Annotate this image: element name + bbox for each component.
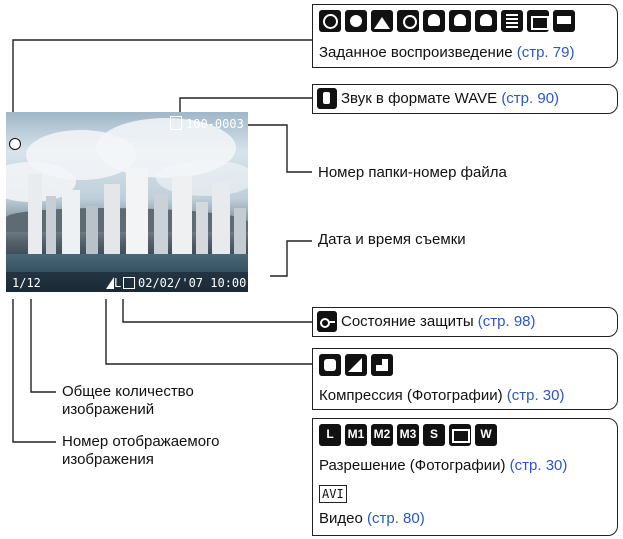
favorites-2-icon — [449, 10, 471, 32]
resolution-page-link[interactable]: (стр. 30) — [509, 457, 568, 474]
compression-icon — [106, 277, 114, 289]
landscape-icon — [371, 10, 393, 32]
normal-icon — [371, 354, 393, 376]
key-icon — [317, 311, 337, 332]
resolution-label: Разрешение (Фотографии) — [319, 457, 506, 474]
resolution-indicator: L — [114, 276, 122, 290]
folder-icon — [527, 10, 549, 32]
size-l-icon: L — [319, 424, 341, 446]
avi-label: Видео — [319, 510, 363, 527]
compression-callout: Компрессия (Фотографии) (стр. 30) — [312, 348, 618, 410]
movie-icon — [553, 10, 575, 32]
clock-icon — [9, 138, 21, 150]
favorites-3-icon — [475, 10, 497, 32]
camera-screen: 100-0003 1/12 L 02/02/'07 10:00 — [6, 112, 248, 292]
size-s-icon: S — [423, 424, 445, 446]
protect-callout: Состояние защиты (стр. 98) — [312, 307, 618, 337]
macro-icon — [397, 10, 419, 32]
folder-file-label: Номер папки-номер файла — [318, 164, 507, 181]
compression-page-link[interactable]: (стр. 30) — [506, 387, 565, 404]
key-icon — [123, 277, 135, 289]
total-images-label: Общее количество изображений — [62, 383, 194, 418]
sound-page-link[interactable]: (стр. 90) — [501, 90, 560, 107]
favorites-1-icon — [423, 10, 445, 32]
sound-callout: Звук в формате WAVE (стр. 90) — [312, 84, 618, 114]
clock-icon — [319, 10, 341, 32]
face-icon — [345, 10, 367, 32]
protect-page-link[interactable]: (стр. 98) — [477, 313, 536, 330]
playback-callout: Заданное воспроизведение (стр. 79) — [312, 4, 618, 68]
sound-label: Звук в формате WAVE — [341, 90, 498, 107]
playback-label: Заданное воспроизведение — [319, 44, 513, 61]
superfine-icon — [319, 354, 341, 376]
avi-badge: AVI — [319, 485, 347, 503]
folder-file-number: 100-0003 — [186, 117, 244, 131]
playback-page-link[interactable]: (стр. 79) — [516, 44, 575, 61]
current-image-label: Номер отображаемого изображения — [62, 433, 220, 468]
sound-icon — [317, 88, 337, 109]
size-m3-icon: M3 — [397, 424, 419, 446]
postcard-icon — [449, 424, 471, 446]
size-wide-icon: W — [475, 424, 497, 446]
list-icon — [501, 10, 523, 32]
avi-page-link[interactable]: (стр. 80) — [367, 510, 425, 527]
size-m1-icon: M1 — [345, 424, 367, 446]
fine-icon — [345, 354, 367, 376]
image-counter: 1/12 — [12, 276, 41, 290]
compression-label: Компрессия (Фотографии) — [319, 387, 503, 404]
shooting-datetime: 02/02/'07 10:00 — [138, 276, 247, 290]
size-m2-icon: M2 — [371, 424, 393, 446]
protect-label: Состояние защиты — [341, 313, 474, 330]
sound-icon — [170, 116, 182, 130]
datetime-label: Дата и время съемки — [318, 231, 466, 248]
